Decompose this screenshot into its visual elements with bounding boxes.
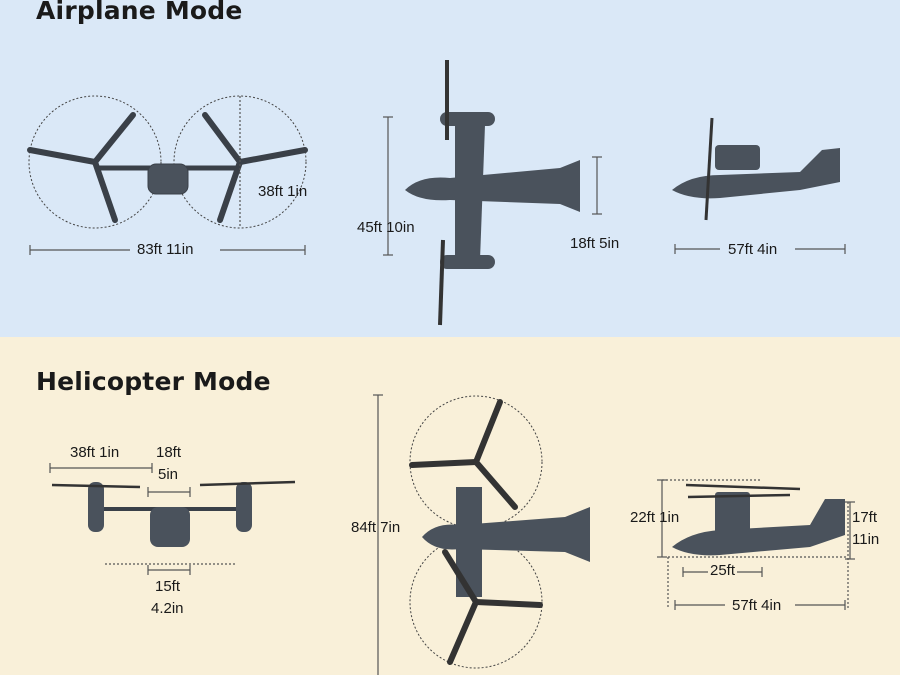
nacelle-spacing-label-line1: 18ft [156, 444, 182, 461]
top-view-aircraft [405, 60, 580, 326]
wheelbase-label: 25ft [708, 561, 738, 581]
tail-height-label-line2: 11in [852, 531, 880, 548]
airplane-length-label: 57ft 4in [728, 241, 778, 258]
helicopter-height-label: 22ft 1in [630, 509, 680, 526]
gear-track-label-line1: 15ft [155, 578, 181, 595]
helicopter-length-label: 84ft 7in [351, 519, 401, 536]
helicopter-rotor-diameter-label: 38ft 1in [70, 444, 120, 461]
top-view-helicopter [409, 399, 590, 665]
tail-height-label-line1: 17ft [852, 509, 878, 526]
helicopter-dimension-lines [49, 394, 855, 675]
airplane-top-span-label: 45ft 10in [357, 219, 415, 236]
helicopter-mode-panel: Helicopter Mode [0, 337, 900, 675]
rotor-circles [28, 95, 307, 229]
helicopter-mode-title: Helicopter Mode [36, 367, 271, 396]
airplane-tail-width-label: 18ft 5in [570, 235, 620, 252]
helicopter-mode-drawings [49, 394, 855, 675]
airplane-mode-drawings [27, 60, 846, 326]
airplane-mode-title: Airplane Mode [36, 0, 243, 25]
gear-track-label-line2: 4.2in [151, 600, 184, 617]
airplane-width-label: 83ft 11in [137, 241, 194, 258]
side-view-aircraft [672, 117, 840, 221]
nacelle-spacing-label-line2: 5in [158, 466, 179, 483]
airplane-dimension-lines [29, 96, 846, 256]
front-view-helicopter [51, 480, 296, 547]
helicopter-side-length-label: 57ft 4in [732, 597, 782, 614]
side-view-helicopter [672, 483, 845, 556]
airplane-rotor-diameter-label: 38ft 1in [258, 183, 308, 200]
airplane-mode-panel: Airplane Mode [0, 0, 900, 337]
front-view-aircraft [27, 112, 308, 223]
helicopter-rotor-circles [409, 395, 543, 669]
